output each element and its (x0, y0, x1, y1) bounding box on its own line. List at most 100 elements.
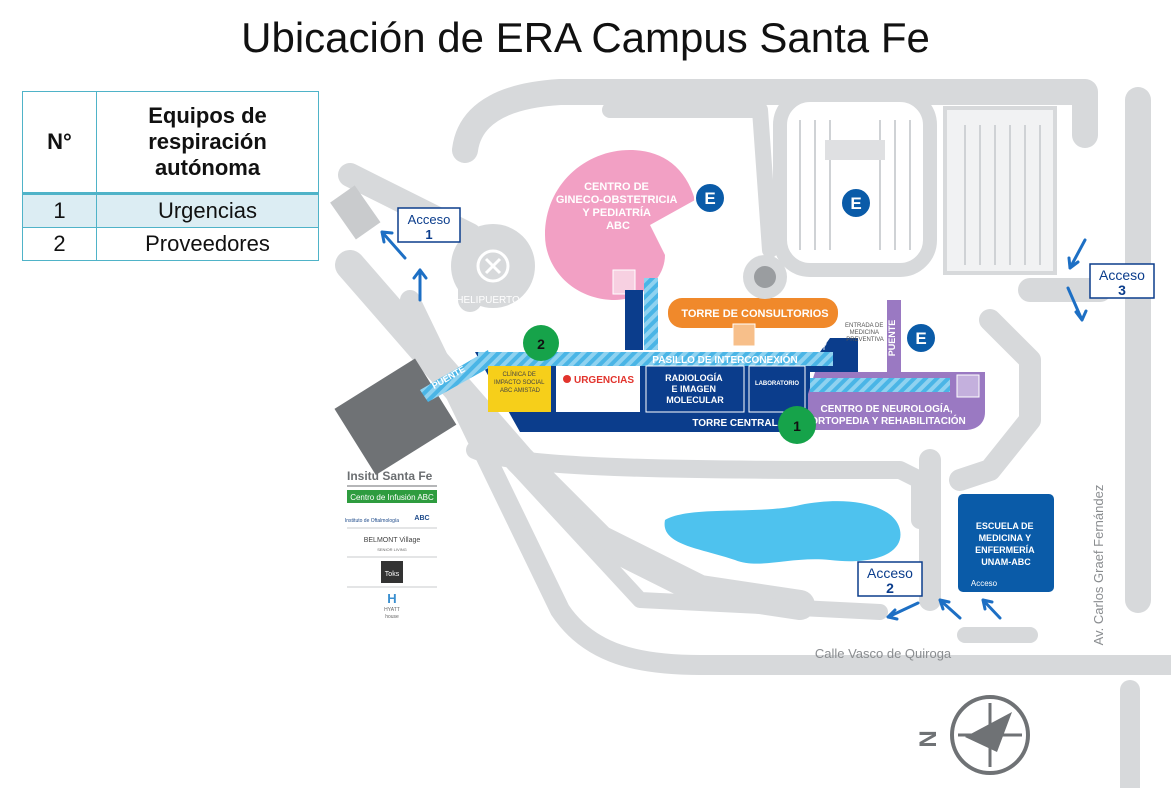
marker-2-label: 2 (537, 336, 545, 352)
compass-north-label: N (915, 730, 942, 747)
navy-connector-stripe (644, 278, 658, 350)
insitu-panel: Insitu Santa Fe Centro de Infusión ABC I… (345, 469, 437, 620)
access-sign-2 (857, 561, 923, 597)
clinica-yellow (488, 366, 551, 412)
legend-row: 1 Urgencias (22, 193, 319, 228)
insitu-infusion-label: Centro de Infusión ABC (350, 493, 434, 502)
parking-e-icon-label: E (704, 189, 715, 208)
door-icon (612, 269, 636, 295)
insitu-belmont-sub: SENIOR LIVING (377, 547, 407, 552)
neurologia-stripe (810, 378, 950, 392)
legend-header-equipos: Equipos de respiración autónoma (96, 91, 319, 194)
access-sign-word: Acceso (1099, 267, 1145, 283)
gineco-shape (545, 150, 695, 300)
navy-vertical-pink-link (625, 290, 643, 350)
radiologia-label: RADIOLOGÍA E IMAGEN MOLECULAR (665, 373, 725, 405)
entrada-medicina-label: ENTRADA DE MEDICINA PREVENTIVA (845, 323, 885, 343)
legend-row-label: Proveedores (96, 227, 319, 261)
consultorios-shape (668, 298, 838, 328)
legend-header-n: N° (22, 91, 97, 194)
parking-e-icon (840, 187, 872, 219)
parking-stripes (799, 120, 1041, 265)
road-right-loop (949, 309, 1041, 491)
av-carlos-label: Av. Carlos Graef Fernández (1091, 485, 1106, 646)
laboratorio-block (748, 365, 806, 413)
torre-central-label: TORRE CENTRAL (692, 418, 777, 429)
consultorios-building: TORRE DE CONSULTORIOS (668, 298, 838, 347)
markers: 2 1 (523, 325, 816, 444)
legend-row-number: 1 (22, 193, 97, 228)
calle-vasco-label: Calle Vasco de Quiroga (815, 646, 952, 661)
insitu-hyatt: HYATT (384, 607, 400, 613)
road-vasco-quiroga (400, 290, 1171, 675)
road-inner-drive (602, 102, 778, 258)
road-south-inner (512, 462, 888, 620)
page-title: Ubicación de ERA Campus Santa Fe (241, 14, 930, 61)
parking-e-icon-label: E (915, 329, 926, 348)
insitu-infusion-badge (347, 490, 437, 503)
marker-1 (778, 406, 816, 444)
laboratorio-label: LABORATORIO (755, 381, 799, 387)
pasillo-label: PASILLO DE INTERCONEXIÓN (652, 353, 797, 366)
puente-right (887, 300, 901, 372)
insitu-toks: Toks (385, 571, 400, 578)
arrow-icon (886, 601, 920, 621)
insitu-oftalmologia: Instituto de Oftalmología (345, 518, 399, 524)
neurologia-building: PUENTE CENTRO DE NEUROLOGÍA, ORTOPEDIA Y… (808, 300, 985, 430)
legend-table: N° Equipos de respiración autónoma 1 Urg… (22, 91, 319, 261)
neurologia-door-icon (956, 374, 980, 398)
puente-left (420, 350, 492, 402)
parking-e-icon-label: E (850, 194, 861, 213)
insitu-belmont: BELMONT Village (364, 537, 421, 544)
access-sign-number: 3 (1118, 282, 1126, 298)
roundabout-center (754, 266, 776, 288)
access-sign-3 (1089, 263, 1155, 299)
lake (664, 501, 901, 564)
urgencias-block (556, 366, 640, 412)
parking-lot-right (773, 88, 937, 277)
access-sign-word: Acceso (408, 212, 451, 227)
arrow-icon (412, 268, 428, 302)
gineco-building: CENTRO DE GINECO-OBSTETRICIA Y PEDIATRÍA… (545, 150, 695, 300)
parking-gray-block (825, 140, 885, 160)
helipad-x-mark (484, 257, 502, 275)
access-sign-number: 1 (425, 227, 432, 242)
marker-1-label: 1 (793, 418, 801, 434)
arrow-icon (981, 598, 1002, 620)
road-south-curve (466, 441, 929, 529)
urgencias-label: URGENCIAS (574, 375, 634, 386)
legend-row: 2 Proveedores (22, 227, 319, 261)
insitu-abc: ABC (414, 515, 429, 522)
access-signs: Acceso 1 Acceso 2 Acceso 3 (397, 207, 1155, 597)
arrow-icon (1067, 238, 1087, 270)
road-outer-loop (452, 79, 1098, 163)
insitu-house: house (385, 614, 399, 620)
parking-lots (773, 88, 1057, 277)
small-gray-rect (330, 185, 381, 240)
access-sign-word: Acceso (867, 565, 913, 581)
pasillo-stripe (478, 352, 833, 366)
legend-row-label: Urgencias (96, 193, 319, 228)
arrow-icon (380, 230, 407, 260)
urgencias-cross-icon (563, 375, 571, 383)
puente-right-label: PUENTE (887, 320, 897, 357)
parking-e-icons: E E E (694, 182, 937, 354)
helipad-x-icon (476, 249, 510, 283)
helipad-label: HELIPUERTO (456, 295, 520, 306)
access-sign-1 (397, 207, 461, 243)
arrow-icon (1066, 286, 1088, 322)
parking-lot-far-right (943, 106, 1057, 275)
gineco-label: CENTRO DE GINECO-OBSTETRICIA Y PEDIATRÍA… (556, 181, 680, 232)
clinica-label: CLÍNICA DE IMPACTO SOCIAL ABC AMISTAD (494, 371, 546, 394)
insitu-hyatt-logo: H (387, 591, 396, 606)
helipad: HELIPUERTO (451, 224, 535, 308)
consultorios-door-icon (732, 323, 756, 347)
legend-header-row: N° Equipos de respiración autónoma (22, 91, 319, 194)
escuela-building: ESCUELA DE MEDICINA Y ENFERMERÍA UNAM-AB… (958, 494, 1054, 592)
access-arrows (380, 230, 1088, 621)
compass-icon: N (915, 695, 1030, 775)
parking-e-icon (905, 322, 937, 354)
insitu-toks-badge (381, 561, 403, 583)
marker-2 (523, 325, 559, 361)
